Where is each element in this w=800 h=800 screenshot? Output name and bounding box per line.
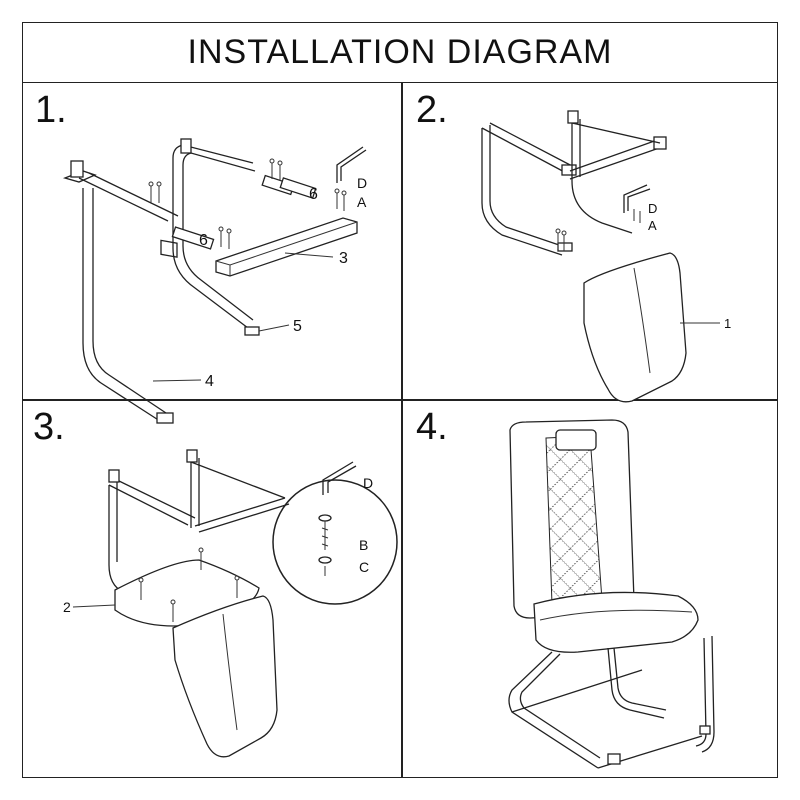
label-b: B xyxy=(359,537,368,553)
step-3-panel: 3. 2 xyxy=(23,400,401,777)
step-2-illustration: D A 1 xyxy=(481,110,731,403)
step-2-panel: 2. D A xyxy=(402,83,779,403)
label-6-top: 6 xyxy=(309,186,318,203)
step-2-number: 2. xyxy=(416,89,448,131)
step-4-panel: 4. xyxy=(402,400,779,777)
step-1-number: 1. xyxy=(35,89,67,131)
label-d-step2: D xyxy=(648,201,657,216)
label-1: 1 xyxy=(724,316,731,331)
diagram-title: INSTALLATION DIAGRAM xyxy=(187,33,613,71)
label-a-step1: A xyxy=(357,194,367,210)
label-3: 3 xyxy=(339,250,348,267)
chair-frame xyxy=(508,651,599,769)
label-d-step1: D xyxy=(357,175,367,191)
label-6-bottom: 6 xyxy=(199,232,208,249)
detail-inset-circle xyxy=(272,479,398,605)
chair-seat xyxy=(533,591,699,653)
step-1-illustration: 6 6 3 D A 5 4 xyxy=(62,138,367,424)
step-3-number: 3. xyxy=(33,406,65,448)
label-5: 5 xyxy=(293,318,302,335)
label-2: 2 xyxy=(63,599,71,615)
step-4-illustration xyxy=(508,419,715,769)
label-c: C xyxy=(359,559,369,575)
left-frame-tube xyxy=(82,188,164,424)
step-4-number: 4. xyxy=(416,406,448,448)
label-d-step3: D xyxy=(363,475,373,491)
divider-horizontal xyxy=(23,399,777,401)
title-bar: INSTALLATION DIAGRAM xyxy=(23,23,777,83)
divider-vertical xyxy=(401,83,403,777)
label-a-step2: A xyxy=(648,218,657,233)
diagram-frame: INSTALLATION DIAGRAM 1. xyxy=(22,22,778,778)
step-3-illustration: 2 D B C xyxy=(63,449,398,758)
step-1-panel: 1. 6 6 xyxy=(23,83,401,424)
label-4: 4 xyxy=(205,373,214,390)
